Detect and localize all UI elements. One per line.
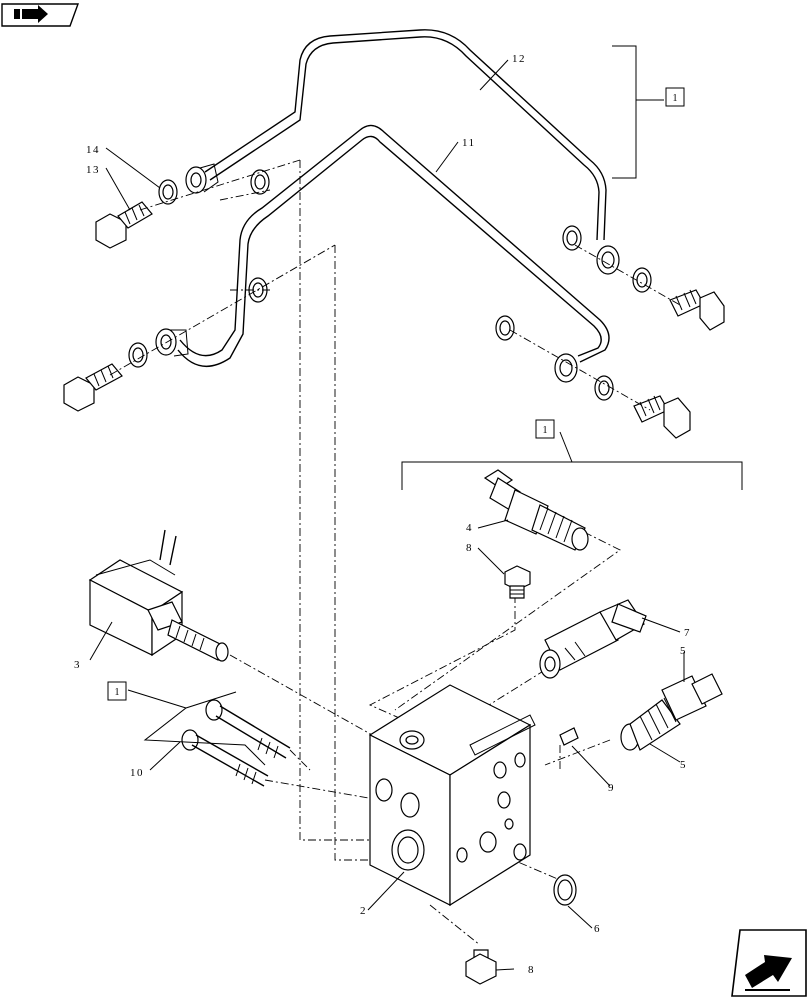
label-7: 7 xyxy=(684,627,691,639)
label-8-lower: 8 xyxy=(528,964,535,976)
svg-text:1: 1 xyxy=(543,425,548,436)
label-12: 12 xyxy=(512,53,526,65)
cartridge-valve-7 xyxy=(539,599,647,679)
banjo-bolt-11-right xyxy=(633,395,691,439)
label-5-top: 5 xyxy=(680,645,687,657)
plug-8-lower xyxy=(465,949,497,985)
label-2: 2 xyxy=(360,905,367,917)
leader-lines xyxy=(89,59,685,971)
banjo-bolt-12-right xyxy=(669,289,725,331)
banjo-fitting-11-right xyxy=(554,353,578,383)
label-14: 14 xyxy=(86,144,100,156)
seal-ring-12-right-a xyxy=(562,225,582,251)
banjo-bolt-11-left xyxy=(63,363,123,412)
label-3: 3 xyxy=(74,659,81,671)
label-5-bottom: 5 xyxy=(680,759,687,771)
label-6: 6 xyxy=(594,923,601,935)
pin-9 xyxy=(559,727,579,746)
seal-ring-11-right-a xyxy=(495,315,515,341)
valve-block xyxy=(368,684,536,907)
book-arrow-icon[interactable] xyxy=(1,3,79,27)
label-8-upper: 8 xyxy=(466,542,473,554)
seal-ring-11-right-b xyxy=(594,375,614,401)
banjo-fitting-12-left xyxy=(185,163,219,194)
pipe-12 xyxy=(204,29,607,241)
label-13: 13 xyxy=(86,164,100,176)
kit-callout-1-middle: 1 xyxy=(535,419,555,439)
cartridge-valve-5 xyxy=(620,673,723,751)
o-ring-6 xyxy=(553,874,577,906)
cartridge-valve-4 xyxy=(483,469,589,551)
label-10: 10 xyxy=(130,767,144,779)
svg-text:1: 1 xyxy=(673,93,678,104)
label-9: 9 xyxy=(608,782,615,794)
kit-brackets xyxy=(127,45,743,766)
seal-ring-14 xyxy=(158,179,178,205)
solenoid-coil-3 xyxy=(88,529,229,662)
banjo-fitting-12-right xyxy=(596,245,620,275)
next-page-arrow-icon[interactable] xyxy=(731,929,807,997)
seal-ring-upper xyxy=(250,169,270,195)
label-4: 4 xyxy=(466,522,473,534)
pipe-11 xyxy=(177,124,610,367)
label-11: 11 xyxy=(462,137,476,149)
bolts-10 xyxy=(181,699,291,787)
kit-callout-1-top: 1 xyxy=(665,87,685,107)
part-number-labels: 12 11 14 13 4 8 7 5 3 5 10 9 2 6 8 xyxy=(74,53,691,976)
kit-callout-1-left: 1 xyxy=(107,681,127,701)
plug-8-upper xyxy=(504,565,531,599)
banjo-fitting-11-left xyxy=(155,328,189,357)
svg-text:1: 1 xyxy=(115,687,120,698)
